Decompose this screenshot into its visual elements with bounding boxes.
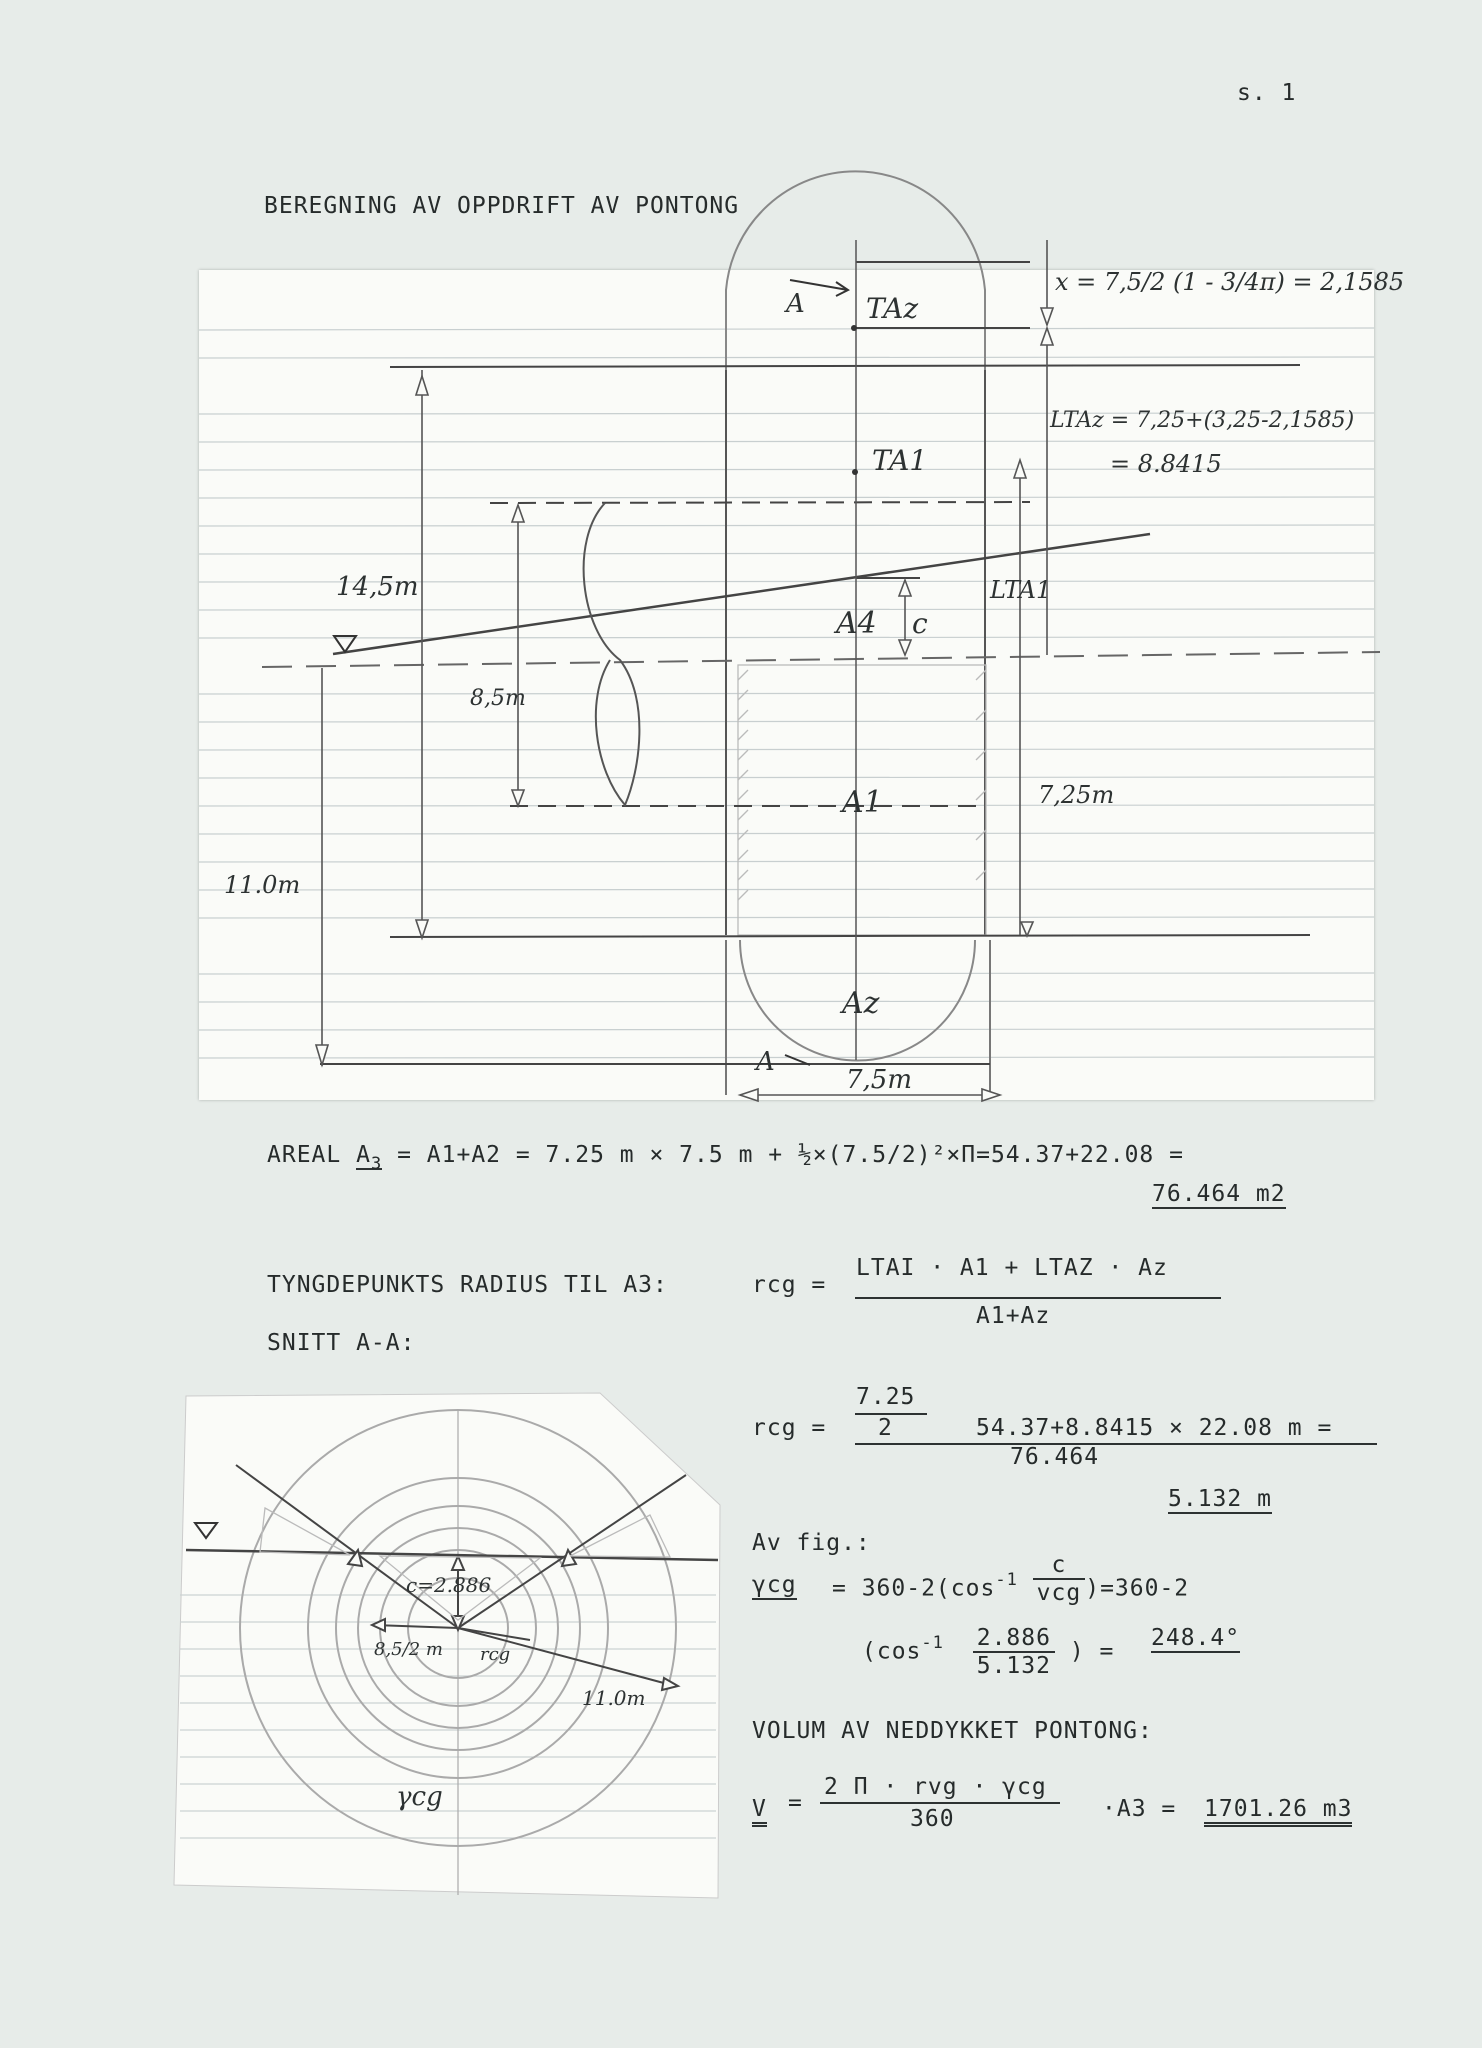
rcg-fraction-bar bbox=[855, 1443, 1377, 1445]
dim-11: 11.0m bbox=[224, 871, 300, 899]
areal-formula: = A1+A2 = 7.25 m × 7.5 m + ½×(7.5/2)²×Π=… bbox=[397, 1142, 1184, 1168]
volum-denominator: 360 bbox=[910, 1806, 955, 1832]
volum-eq: = bbox=[788, 1790, 803, 1816]
r85-label: 8,5/2 m bbox=[374, 1639, 443, 1660]
pontoon-outline bbox=[725, 170, 991, 1095]
rcg-result: 5.132 m bbox=[1168, 1486, 1272, 1514]
gamma-lhs: γcg bbox=[752, 1572, 797, 1600]
areal-line: AREAL A3 = A1+A2 = 7.25 m × 7.5 m + ½×(7… bbox=[267, 1142, 1184, 1174]
areal-label: AREAL bbox=[267, 1142, 342, 1168]
tyngde-denominator: A1+Az bbox=[976, 1303, 1051, 1329]
label-ta1: TA1 bbox=[872, 444, 927, 477]
volum-fraction-bar bbox=[820, 1802, 1060, 1804]
rcg-frac-bar bbox=[855, 1413, 927, 1415]
propeller-shape bbox=[582, 502, 641, 807]
gamma-cg-label: γcg bbox=[396, 1782, 443, 1812]
x-formula: x = 7,5/2 (1 - 3/4π) = 2,1585 bbox=[1055, 268, 1404, 296]
tyngde-lhs: rcg = bbox=[752, 1272, 827, 1298]
rcg-label: rcg bbox=[480, 1644, 510, 1665]
gamma-result: 248.4° bbox=[1151, 1625, 1241, 1653]
rcg-frac-den: 2 bbox=[878, 1415, 893, 1441]
ruled-lines bbox=[198, 327, 1375, 1059]
rcg-denominator: 76.464 bbox=[1010, 1444, 1100, 1470]
label-a1: A1 bbox=[839, 785, 883, 820]
tyngde-numerator: LTAI · A1 + LTAZ · Az bbox=[856, 1255, 1168, 1281]
horizontal-lines bbox=[261, 261, 1381, 1065]
volum-numerator: 2 Π · rvg · γcg bbox=[824, 1774, 1047, 1800]
volum-label: VOLUM AV NEDDYKKET PONTONG: bbox=[752, 1718, 1153, 1744]
water-level-icon bbox=[332, 635, 358, 654]
sketch1-labels: A TAz TA1 A4 c LTA1 A1 Az 14,5m 8,5m 11.… bbox=[224, 268, 1404, 1095]
label-lta1: LTA1 bbox=[989, 576, 1051, 604]
page-number: s. 1 bbox=[1237, 80, 1297, 106]
volum-lhs: V bbox=[752, 1796, 767, 1827]
areal-result: 76.464 m2 bbox=[1152, 1181, 1286, 1209]
ltaz-line1: LTAz = 7,25+(3,25-2,1585) bbox=[1049, 408, 1354, 433]
label-a2: Az bbox=[839, 986, 880, 1021]
rcg-frac-num: 7.25 bbox=[856, 1384, 916, 1410]
section-a-label-bottom: A bbox=[754, 1047, 775, 1077]
tyngde-label: TYNGDEPUNKTS RADIUS TIL A3: bbox=[267, 1272, 668, 1298]
dimension-lines bbox=[314, 240, 1055, 1103]
rcg-lhs: rcg = bbox=[752, 1415, 827, 1441]
dim-7-25: 7,25m bbox=[1038, 781, 1114, 809]
label-c: c bbox=[912, 607, 928, 640]
tyngde-fraction-bar bbox=[855, 1297, 1221, 1299]
a3-symbol: A3 bbox=[356, 1142, 383, 1174]
av-fig-label: Av fig.: bbox=[752, 1530, 871, 1556]
dim-7-5: 7,5m bbox=[846, 1065, 912, 1095]
dim-8-5: 8,5m bbox=[470, 686, 526, 711]
pontoon-sketch-paper bbox=[199, 270, 1374, 1100]
r11-label: 11.0m bbox=[582, 1686, 646, 1710]
volum-result: 1701.26 m3 bbox=[1204, 1796, 1353, 1827]
cross-section-paper bbox=[173, 1392, 721, 1899]
snitt-label: SNITT A-A: bbox=[267, 1330, 416, 1356]
page-title: BEREGNING AV OPPDRIFT AV PONTONG bbox=[264, 193, 740, 219]
section-a-label-top: A bbox=[784, 289, 805, 319]
ltaz-line2: = 8.8415 bbox=[1110, 450, 1222, 478]
c-label: c=2.886 bbox=[406, 1573, 491, 1597]
section-arrows bbox=[784, 279, 850, 1066]
dim-14-5: 14,5m bbox=[336, 572, 419, 602]
rcg-numerator-rest: 54.37+8.8415 × 22.08 m = bbox=[976, 1415, 1333, 1441]
label-taz: TAz bbox=[866, 292, 918, 325]
label-a4: A4 bbox=[833, 606, 877, 641]
volum-tail: ·A3 = bbox=[1102, 1796, 1177, 1822]
